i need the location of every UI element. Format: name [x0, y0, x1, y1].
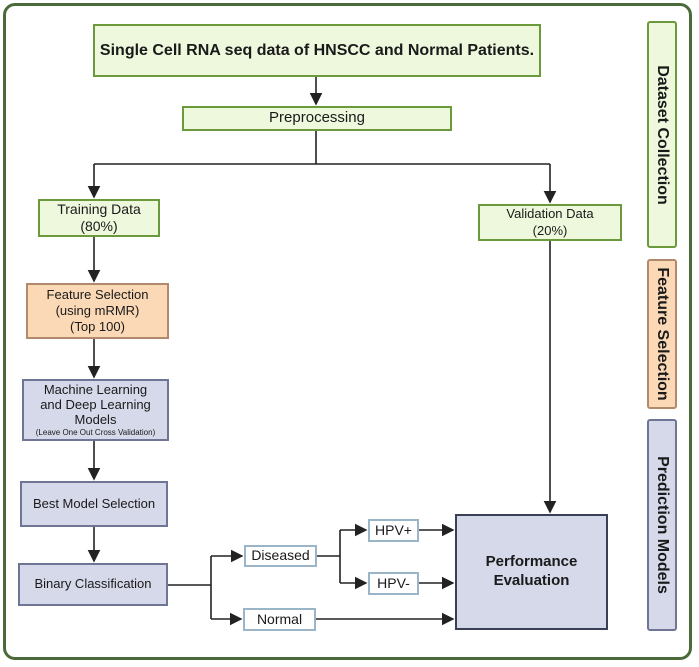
hpv-negative-label: HPV-	[377, 574, 410, 591]
feature-selection-label: Feature Selection	[46, 286, 149, 302]
normal-label: Normal	[256, 610, 303, 627]
prediction-models-side-label: Prediction Models	[647, 419, 677, 631]
models-label-line3: Models	[74, 411, 117, 427]
performance-label-line2: Evaluation	[493, 572, 570, 589]
feature-selection-count: (Top 100)	[70, 319, 125, 335]
dataset-collection-side-label: Dataset Collection	[647, 21, 677, 248]
hpv-positive-box: HPV+	[368, 519, 419, 542]
training-data-label: Training Data	[57, 200, 141, 217]
normal-box: Normal	[243, 608, 316, 631]
best-model-box: Best Model Selection	[20, 481, 168, 527]
hpv-positive-label: HPV+	[375, 521, 412, 538]
binary-classification-label: Binary Classification	[34, 576, 152, 592]
diseased-label: Diseased	[251, 547, 310, 564]
performance-label-line1: Performance	[485, 553, 578, 571]
binary-classification-box: Binary Classification	[18, 563, 168, 606]
hpv-negative-box: HPV-	[368, 572, 419, 595]
feature-selection-side-label: Feature Selection	[647, 259, 677, 409]
validation-data-percent: (20%)	[532, 222, 568, 238]
data-source-box: Single Cell RNA seq data of HNSCC and No…	[93, 24, 541, 77]
feature-selection-box: Feature Selection (using mRMR) (Top 100)	[26, 283, 169, 339]
models-label-line2: and Deep Learning	[40, 396, 151, 412]
validation-data-label: Validation Data	[506, 206, 594, 222]
training-data-percent: (80%)	[80, 218, 118, 234]
training-data-box: Training Data (80%)	[38, 199, 160, 237]
prediction-models-text: Prediction Models	[654, 456, 671, 594]
models-box: Machine Learning and Deep Learning Model…	[22, 379, 169, 441]
data-source-label: Single Cell RNA seq data of HNSCC and No…	[99, 41, 535, 59]
validation-data-box: Validation Data (20%)	[478, 204, 622, 241]
models-label-line1: Machine Learning	[43, 382, 148, 397]
feature-selection-side-text: Feature Selection	[654, 267, 671, 401]
preprocessing-label: Preprocessing	[269, 109, 365, 127]
feature-selection-method: (using mRMR)	[55, 302, 140, 318]
best-model-label: Best Model Selection	[32, 495, 156, 511]
preprocessing-box: Preprocessing	[182, 106, 452, 131]
diseased-box: Diseased	[244, 545, 317, 567]
performance-evaluation-box: Performance Evaluation	[455, 514, 608, 630]
models-note: (Leave One Out Cross Validation)	[35, 427, 156, 437]
dataset-collection-text: Dataset Collection	[654, 64, 671, 205]
